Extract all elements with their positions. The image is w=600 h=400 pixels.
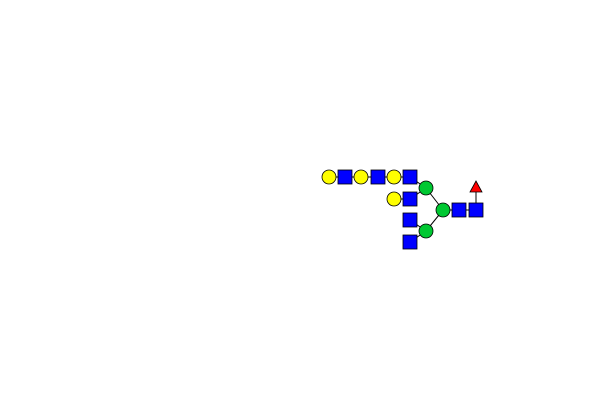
residue-glcnac-lower-b-square [402, 234, 418, 250]
residue-layer [321, 169, 484, 250]
residue-mannose-lower-circle [418, 223, 434, 239]
residue-mannose-central-circle [435, 202, 451, 218]
residue-glcnac-upper-a-square [402, 169, 418, 185]
residue-galactose-terminal-circle [321, 169, 337, 185]
residue-galactose-upper-a-1-circle [386, 169, 402, 185]
residue-fucose-core-triangle [469, 180, 483, 193]
residue-glcnac-extension-1-square [370, 169, 386, 185]
residue-galactose-upper-b-circle [386, 191, 402, 207]
residue-glcnac-upper-b-square [402, 191, 418, 207]
residue-galactose-upper-a-2-circle [353, 169, 369, 185]
residue-glcnac-lower-a-square [402, 212, 418, 228]
residue-glcnac-root-square [468, 202, 484, 218]
residue-glcnac-extension-2-square [337, 169, 353, 185]
residue-mannose-upper-circle [418, 180, 434, 196]
residue-glcnac-core-2-square [451, 202, 467, 218]
